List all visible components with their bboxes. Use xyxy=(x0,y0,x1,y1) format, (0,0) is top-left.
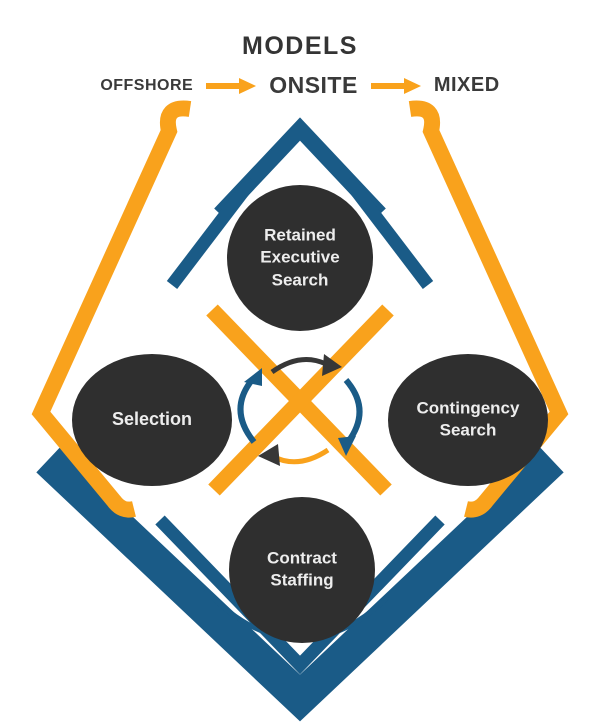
node-retained-executive-search xyxy=(227,185,373,331)
blue-bottom-inner-chevron xyxy=(155,515,445,675)
cycle-arrow-bottom xyxy=(270,447,330,465)
cycle-arrow-left-head xyxy=(244,368,262,386)
center-cycle-arrows xyxy=(237,354,363,466)
blue-bottom-wide-band xyxy=(36,447,564,722)
legend-item-mixed: MIXED xyxy=(433,74,500,96)
right-arrow-icon xyxy=(370,77,421,95)
page-title: MODELS xyxy=(242,32,358,60)
cycle-arrow-right-head xyxy=(338,436,356,456)
cycle-arrow-right xyxy=(343,378,363,444)
node-selection xyxy=(72,354,232,486)
legend-item-offshore: OFFSHORE xyxy=(100,76,194,94)
cycle-arrow-top xyxy=(270,357,328,375)
node-contract-staffing xyxy=(229,497,375,643)
cycle-arrow-bottom-head xyxy=(258,444,280,466)
legend: OFFSHORE ONSITE MIXED xyxy=(0,72,600,99)
blue-upper-right-inner-line xyxy=(342,176,434,289)
orange-center-cross-2 xyxy=(208,304,394,496)
orange-right-ribbon xyxy=(408,100,569,518)
right-arrow-icon xyxy=(206,77,257,95)
legend-item-onsite: ONSITE xyxy=(269,72,358,98)
cycle-arrow-top-head xyxy=(322,354,342,376)
orange-left-ribbon xyxy=(31,100,192,518)
blue-upper-left-inner-line xyxy=(166,176,258,289)
cycle-arrow-left xyxy=(237,378,257,444)
node-contingency-search xyxy=(388,354,548,486)
